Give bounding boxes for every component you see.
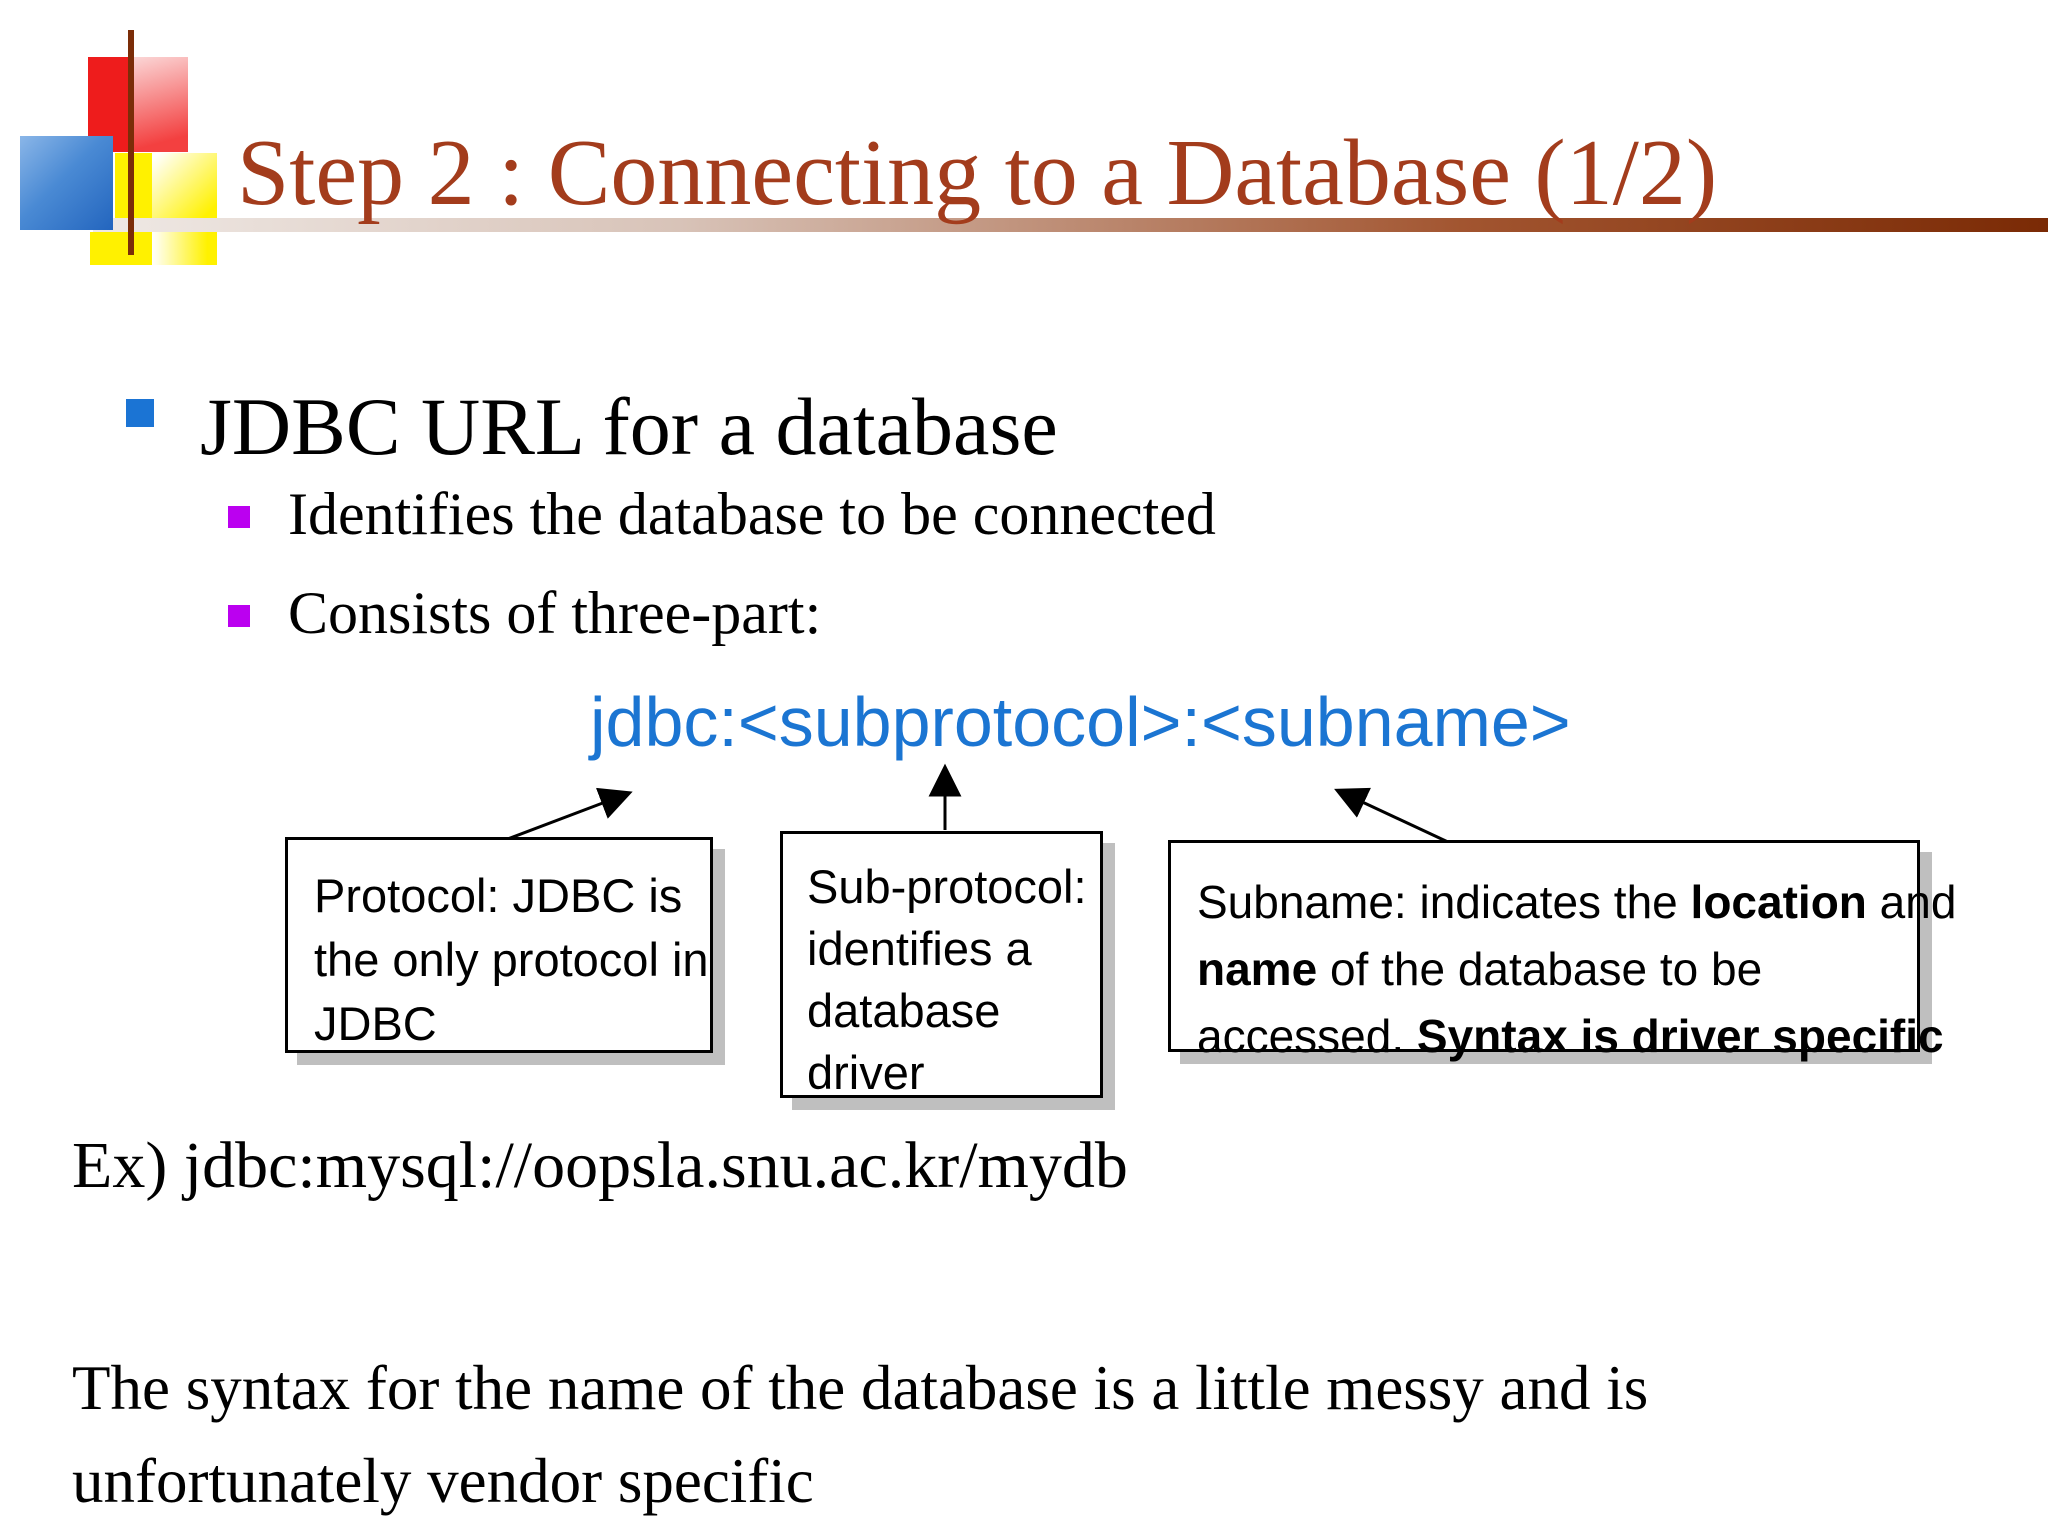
text-segment: Subname: indicates the: [1197, 876, 1691, 928]
callout-protocol-line: JDBC: [314, 997, 437, 1050]
callout-subname-line: accessed. Syntax is driver specific: [1197, 1003, 1944, 1070]
text-segment: accessed.: [1197, 1010, 1417, 1062]
callout-subname-line: name of the database to be: [1197, 936, 1917, 1003]
sub-bullet-square-icon: [228, 605, 250, 627]
callout-protocol-line: Protocol: JDBC is: [314, 869, 683, 922]
example-url: Ex) jdbc:mysql://oopsla.snu.ac.kr/mydb: [72, 1129, 1128, 1202]
callout-subname: Subname: indicates the location and name…: [1168, 840, 1956, 1062]
bullet-square-icon: [126, 399, 154, 427]
callout-subprotocol-line: driver: [807, 1046, 925, 1099]
callout-protocol: Protocol: JDBC is the only protocol in J…: [285, 837, 713, 1053]
title-underline-rule: [93, 218, 2048, 232]
slide-title: Step 2 : Connecting to a Database (1/2): [237, 121, 1718, 225]
callout-subprotocol-line: Sub-protocol:: [807, 860, 1087, 913]
subname-arrow-icon: [1334, 787, 1449, 844]
logo-vertical-line: [128, 30, 134, 255]
sub-bullet-square-icon: [228, 506, 250, 528]
callout-subname-line: Subname: indicates the location and: [1197, 869, 1956, 936]
logo-yellow-square-icon: [90, 232, 152, 265]
text-segment-bold: name: [1197, 943, 1318, 995]
footer-note: The syntax for the name of the database …: [72, 1342, 1648, 1527]
callout-subprotocol-line: identifies a: [807, 922, 1032, 975]
callout-subprotocol-line: database: [807, 984, 1001, 1037]
bullet-sub-2: Consists of three-part:: [288, 580, 822, 646]
logo-yellow-gradient-icon: [152, 153, 217, 218]
footer-note-line: The syntax for the name of the database …: [72, 1353, 1649, 1423]
protocol-arrow-icon: [504, 787, 633, 842]
text-segment: and: [1866, 876, 1957, 928]
callout-subprotocol: Sub-protocol: identifies a database driv…: [780, 831, 1103, 1099]
text-segment-bold: Syntax is driver specific: [1416, 1010, 1944, 1062]
callout-protocol-line: the only protocol in: [314, 933, 709, 986]
jdbc-url-syntax: jdbc:<subprotocol>:<subname>: [590, 683, 1571, 761]
logo-red-gradient-icon: [133, 57, 188, 152]
logo-yellow-gradient-icon: [152, 232, 217, 265]
bullet-sub-1: Identifies the database to be connected: [288, 481, 1216, 547]
logo-blue-square-icon: [20, 136, 113, 230]
text-segment: of the database to be: [1317, 943, 1763, 995]
bullet-main: JDBC URL for a database: [200, 381, 1058, 472]
footer-note-line: unfortunately vendor specific: [72, 1445, 814, 1516]
text-segment-bold: location: [1690, 876, 1867, 928]
